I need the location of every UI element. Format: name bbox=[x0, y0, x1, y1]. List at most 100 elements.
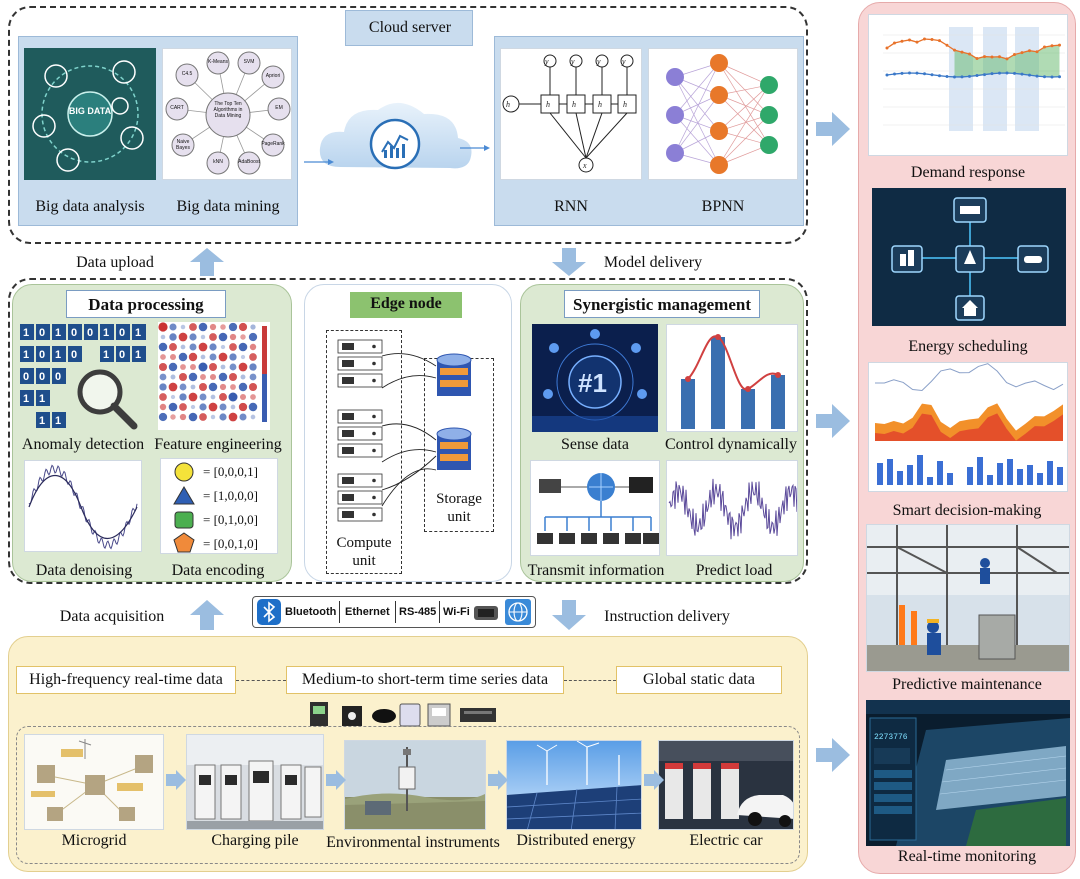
svg-text:0: 0 bbox=[119, 349, 125, 361]
data-type-high-frequency: High-frequency real-time data bbox=[16, 666, 236, 694]
encoding-row-4: = [0,0,1,0] bbox=[203, 536, 258, 552]
sense-data-label: Sense data bbox=[532, 436, 658, 454]
sense-data-image: #1 bbox=[532, 324, 658, 432]
mining-node-3: SVM bbox=[239, 59, 259, 65]
svg-text:1: 1 bbox=[103, 349, 109, 361]
real-time-monitoring-image: 2273776 bbox=[866, 700, 1070, 846]
big-data-mining-image: The Top Ten Algorithms in Data Mining C4… bbox=[162, 48, 292, 180]
energy-scheduling-image bbox=[872, 188, 1066, 326]
data-denoising-plot bbox=[24, 460, 142, 552]
bpnn-diagram bbox=[648, 48, 798, 180]
anomaly-detection-label: Anomaly detection bbox=[14, 436, 152, 454]
protocol-bar: Bluetooth Ethernet RS-485 Wi-Fi bbox=[252, 596, 536, 628]
protocol-bluetooth: Bluetooth bbox=[285, 606, 336, 618]
cloud-server-title: Cloud server bbox=[345, 10, 473, 46]
mining-node-2: K-Means bbox=[206, 59, 230, 65]
svg-text:#1: #1 bbox=[578, 368, 607, 398]
data-type-connector-2 bbox=[564, 680, 616, 681]
protocol-ethernet: Ethernet bbox=[345, 606, 390, 618]
to-smart-decision-arrow bbox=[816, 404, 850, 438]
instruction-delivery-label: Instruction delivery bbox=[592, 608, 742, 626]
app-predictive-maintenance-label: Predictive maintenance bbox=[862, 676, 1072, 694]
svg-text:1: 1 bbox=[135, 349, 141, 361]
model-delivery-label: Model delivery bbox=[594, 254, 712, 272]
protocol-separator-3 bbox=[439, 601, 440, 623]
svg-text:y: y bbox=[621, 57, 626, 66]
svg-text:h: h bbox=[623, 100, 627, 109]
encoding-row-1: = [0,0,0,1] bbox=[203, 464, 258, 480]
feature-engineering-label: Feature engineering bbox=[148, 436, 288, 454]
mining-node-5: EM bbox=[269, 105, 289, 111]
data-encoding-image: = [0,0,0,1] = [1,0,0,0] = [0,1,0,0] = [0… bbox=[160, 458, 278, 554]
svg-text:0: 0 bbox=[23, 371, 29, 383]
mining-node-10: CART bbox=[167, 105, 187, 111]
protocol-separator-2 bbox=[395, 601, 396, 623]
svg-text:h: h bbox=[546, 100, 550, 109]
svg-text:y: y bbox=[570, 57, 575, 66]
control-dynamically-chart bbox=[666, 324, 798, 432]
svg-text:1: 1 bbox=[39, 393, 45, 405]
mining-node-1: C4.5 bbox=[177, 71, 197, 77]
rnn-label: RNN bbox=[500, 198, 642, 216]
svg-text:0: 0 bbox=[39, 371, 45, 383]
protocol-separator-1 bbox=[339, 601, 340, 623]
model-delivery-arrow bbox=[552, 248, 586, 276]
monitor-readout: 2273776 bbox=[874, 733, 908, 742]
app-demand-response-label: Demand response bbox=[868, 164, 1068, 182]
demand-response-chart bbox=[868, 14, 1068, 156]
big-data-mining-label: Big data mining bbox=[160, 198, 296, 216]
cloud-icon bbox=[300, 82, 490, 192]
to-real-time-monitoring-arrow bbox=[816, 738, 850, 772]
mining-node-7: AdaBoost bbox=[237, 159, 261, 165]
svg-text:1: 1 bbox=[103, 327, 109, 339]
predictive-maintenance-image bbox=[866, 524, 1070, 672]
globe-icon bbox=[505, 599, 531, 625]
svg-text:h: h bbox=[506, 100, 510, 109]
microgrid-image bbox=[24, 734, 164, 830]
data-encoding-label: Data encoding bbox=[156, 562, 280, 580]
data-upload-arrow bbox=[190, 248, 224, 276]
svg-text:0: 0 bbox=[39, 327, 45, 339]
mining-node-9: Naive Bayes bbox=[173, 139, 193, 151]
bpnn-label: BPNN bbox=[648, 198, 798, 216]
instruction-delivery-arrow bbox=[552, 600, 586, 630]
protocol-wifi: Wi-Fi bbox=[443, 606, 470, 618]
svg-text:y: y bbox=[544, 57, 549, 66]
data-acquisition-label: Data acquisition bbox=[48, 608, 176, 626]
svg-text:0: 0 bbox=[71, 349, 77, 361]
svg-text:1: 1 bbox=[23, 393, 29, 405]
svg-text:1: 1 bbox=[55, 415, 61, 427]
svg-text:0: 0 bbox=[39, 349, 45, 361]
storage-unit-label: Storage unit bbox=[426, 490, 492, 526]
svg-text:1: 1 bbox=[135, 327, 141, 339]
mining-node-6: PageRank bbox=[261, 141, 285, 147]
encoding-row-2: = [1,0,0,0] bbox=[203, 488, 258, 504]
big-data-analysis-image: BIG DATA bbox=[24, 48, 156, 180]
predict-load-plot bbox=[666, 460, 798, 556]
svg-text:1: 1 bbox=[23, 349, 29, 361]
app-real-time-monitoring-label: Real-time monitoring bbox=[862, 848, 1072, 866]
data-processing-title: Data processing bbox=[66, 290, 226, 318]
svg-text:0: 0 bbox=[119, 327, 125, 339]
data-upload-label: Data upload bbox=[60, 254, 170, 272]
big-data-analysis-label: Big data analysis bbox=[24, 198, 156, 216]
svg-text:0: 0 bbox=[87, 327, 93, 339]
source-microgrid-label: Microgrid bbox=[24, 832, 164, 850]
synergistic-management-title: Synergistic management bbox=[564, 290, 760, 318]
svg-text:0: 0 bbox=[55, 371, 61, 383]
svg-text:1: 1 bbox=[23, 327, 29, 339]
mining-center-label: The Top Ten Algorithms in Data Mining bbox=[209, 101, 247, 119]
mining-node-8: kNN bbox=[208, 159, 228, 165]
encoding-row-3: = [0,1,0,0] bbox=[203, 512, 258, 528]
svg-text:x: x bbox=[582, 161, 587, 170]
svg-text:h: h bbox=[598, 100, 602, 109]
source-environmental-label: Environmental instruments bbox=[318, 834, 508, 852]
source-arrows bbox=[160, 770, 670, 790]
predict-load-label: Predict load bbox=[664, 562, 804, 580]
svg-text:1: 1 bbox=[55, 349, 61, 361]
transmit-information-label: Transmit information bbox=[526, 562, 666, 580]
electric-car-image bbox=[658, 740, 794, 830]
feature-engineering-heatmap bbox=[158, 322, 270, 430]
